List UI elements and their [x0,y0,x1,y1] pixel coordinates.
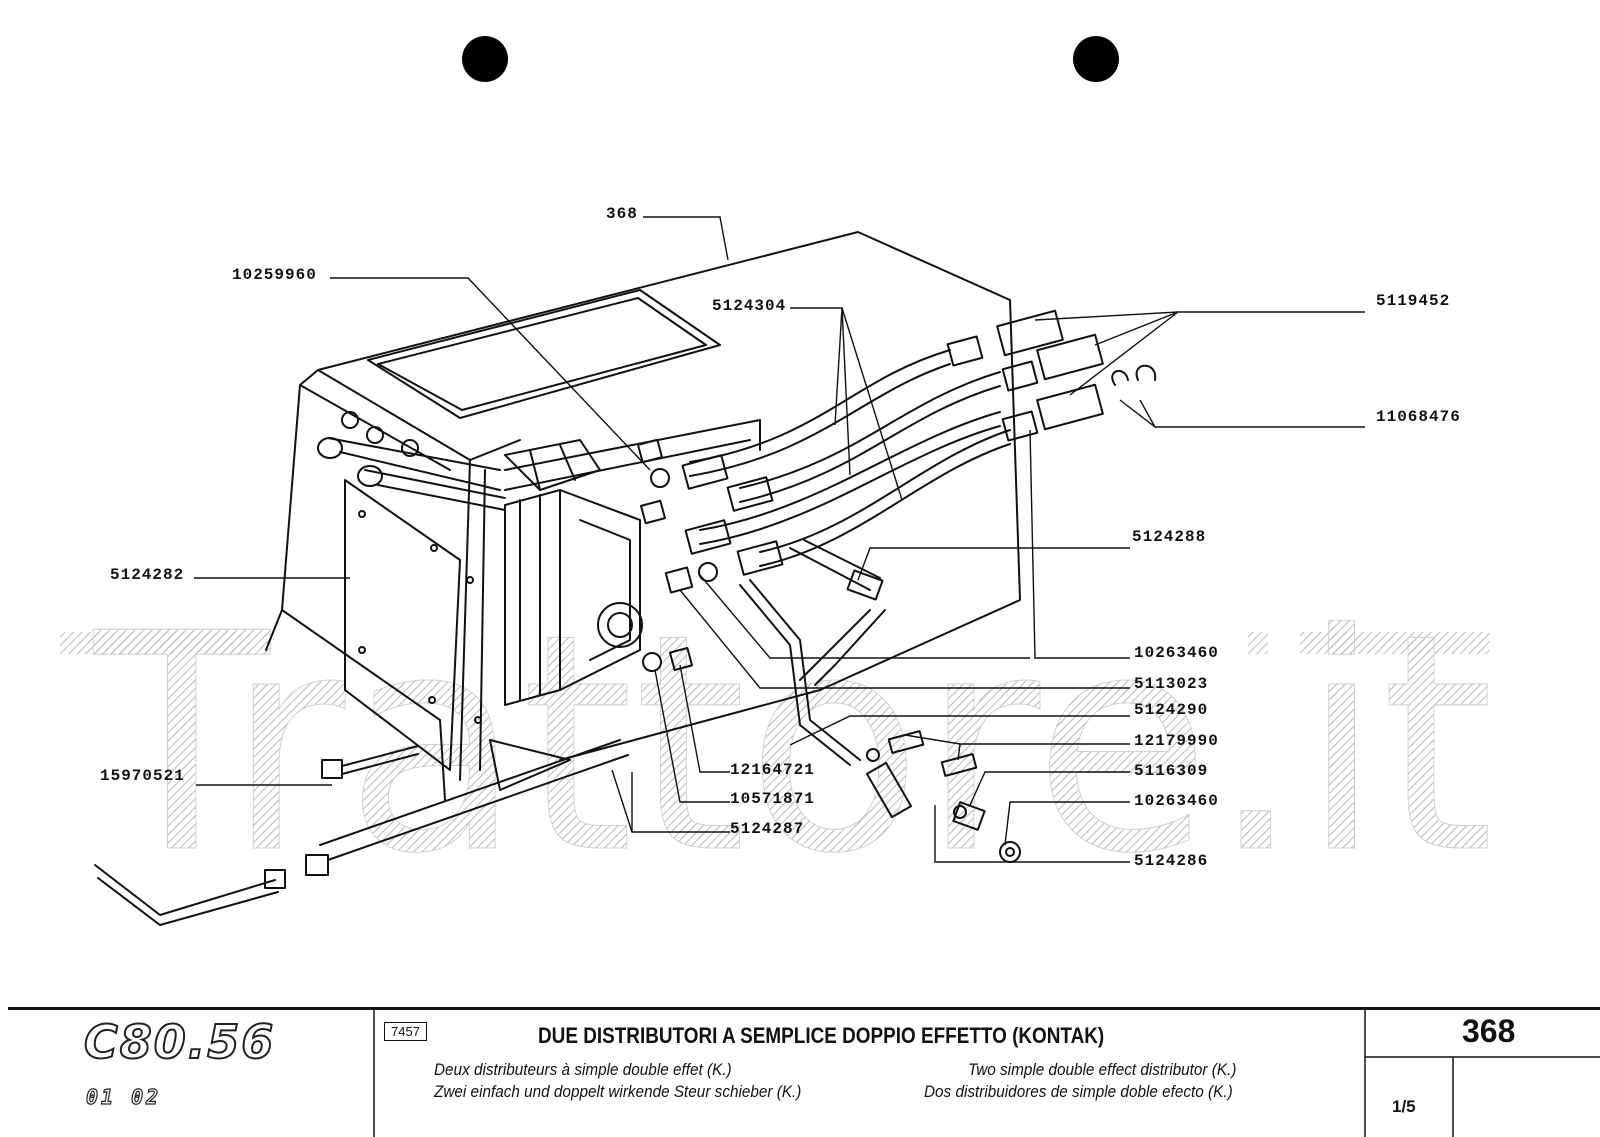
code-box: 7457 [384,1022,427,1041]
callout-12164721: 12164721 [730,761,815,779]
page-title: DUE DISTRIBUTORI A SEMPLICE DOPPIO EFFET… [538,1023,1105,1048]
callout-5124304: 5124304 [712,297,787,315]
title-fr: Deux distributeurs à simple double effet… [434,1060,732,1079]
binder-hole-right [1073,36,1119,82]
leader-lines [194,216,1365,863]
callout-10263460-upper: 10263460 [1134,644,1219,662]
page-number: 368 [1462,1013,1516,1049]
callout-12179990: 12179990 [1134,732,1219,750]
callout-5124286: 5124286 [1134,852,1209,870]
watermark-text: Trattore.it [90,620,1494,860]
title-de: Zwei einfach und doppelt wirkende Steur … [434,1082,802,1101]
callout-5124282: 5124282 [110,566,185,584]
callout-10259960: 10259960 [232,266,317,284]
title-block-frame [8,1007,1600,1137]
callout-5124288: 5124288 [1132,528,1207,546]
title-en: Two simple double effect distributor (K.… [968,1060,1237,1079]
model-name: C80.56 [83,1014,276,1070]
callout-5119452: 5119452 [1376,292,1451,310]
callout-5113023: 5113023 [1134,675,1209,693]
control-levers [317,419,761,511]
title-es: Dos distribuidores de simple doble efect… [924,1082,1233,1101]
callout-5124287: 5124287 [730,820,805,838]
callout-5116309: 5116309 [1134,762,1209,780]
distributor-housing [265,231,1021,801]
watermark: Trattore.it [60,620,1495,860]
binder-hole-left [462,36,508,82]
exploded-parts-drawing [94,216,1365,926]
callout-5124290: 5124290 [1134,701,1209,719]
callout-10571871: 10571871 [730,790,815,808]
callout-11068476: 11068476 [1376,408,1461,426]
callout-15970521: 15970521 [100,767,185,785]
callout-368: 368 [606,205,638,223]
sheet-number: 1/5 [1392,1097,1416,1116]
callout-10263460-lower: 10263460 [1134,792,1219,810]
control-valve-block [504,439,643,706]
hydraulic-hoses [94,349,1011,926]
model-codes: 01 02 [85,1084,162,1109]
